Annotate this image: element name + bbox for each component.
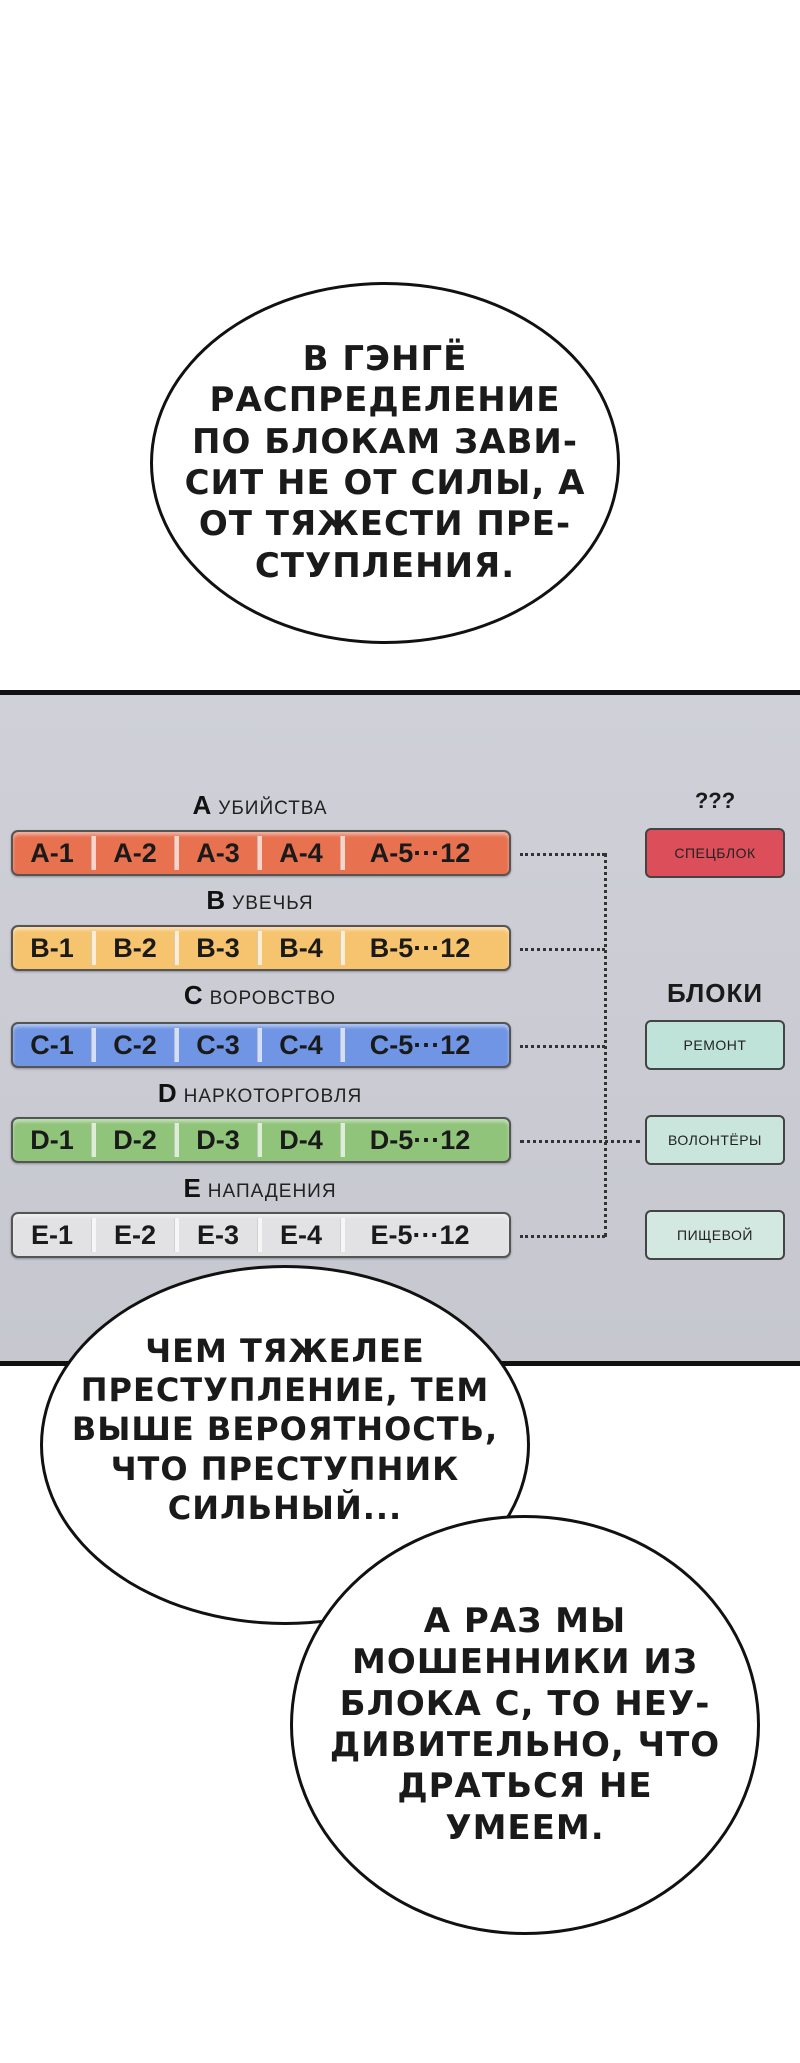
speech-text-bottom: А РАЗ МЫ МОШЕННИКИ ИЗ БЛОКА С, ТО НЕУ- Д… — [329, 1600, 721, 1848]
cell: D-4 — [279, 1124, 323, 1155]
cell: E-1 — [30, 1219, 74, 1250]
connector — [520, 1235, 605, 1238]
block-button-special[interactable]: СПЕЦБЛОК — [645, 828, 785, 878]
speech-text-top: В ГЭНГЁ РАСПРЕДЕЛЕНИЕ ПО БЛОКАМ ЗАВИ- СИ… — [184, 338, 586, 586]
cell: B-5···12 — [369, 932, 471, 963]
cell: B-2 — [113, 932, 157, 963]
cell: E-3 — [196, 1219, 240, 1250]
connector-vertical — [604, 853, 607, 1237]
cell: B-4 — [279, 932, 323, 963]
cell: C-1 — [30, 1029, 74, 1060]
block-c-row: C-1 C-2 C-3 C-4 C-5···12 — [11, 1022, 511, 1068]
blocks-label: БЛОКИ — [666, 978, 764, 1008]
block-button-repair[interactable]: РЕМОНТ — [645, 1020, 785, 1070]
cell: C-3 — [196, 1029, 240, 1060]
block-a-row: A-1 A-2 A-3 A-4 A-5···12 — [11, 830, 511, 876]
speech-bubble-top: В ГЭНГЁ РАСПРЕДЕЛЕНИЕ ПО БЛОКАМ ЗАВИ- СИ… — [150, 282, 620, 644]
cell: C-5···12 — [369, 1029, 471, 1060]
block-d-row: D-1 D-2 D-3 D-4 D-5···12 — [11, 1117, 511, 1163]
block-button-volunteers[interactable]: ВОЛОНТЁРЫ — [645, 1115, 785, 1165]
cell: D-3 — [196, 1124, 240, 1155]
cell: A-3 — [196, 837, 240, 868]
cell: E-5···12 — [370, 1219, 470, 1250]
cell: C-2 — [113, 1029, 157, 1060]
cell: D-1 — [30, 1124, 74, 1155]
speech-bubble-middle: ЧЕМ ТЯЖЕЛЕЕ ПРЕСТУПЛЕНИЕ, ТЕМ ВЫШЕ ВЕРОЯ… — [40, 1265, 530, 1625]
connector — [520, 1045, 605, 1048]
cell: A-2 — [113, 837, 157, 868]
cell: E-2 — [113, 1219, 157, 1250]
cell: B-3 — [196, 932, 240, 963]
speech-bubble-bottom: А РАЗ МЫ МОШЕННИКИ ИЗ БЛОКА С, ТО НЕУ- Д… — [290, 1515, 760, 1935]
connector — [520, 1140, 640, 1143]
cell: A-4 — [279, 837, 323, 868]
cell: C-4 — [279, 1029, 323, 1060]
cell: A-5···12 — [369, 837, 471, 868]
unknown-label: ??? — [694, 788, 736, 813]
cell: A-1 — [30, 837, 74, 868]
connector — [520, 853, 605, 856]
block-b-row: B-1 B-2 B-3 B-4 B-5···12 — [11, 925, 511, 971]
cell: B-1 — [30, 932, 74, 963]
block-e-row: E-1 E-2 E-3 E-4 E-5···12 — [11, 1212, 511, 1258]
connector — [520, 948, 605, 951]
cell: D-2 — [113, 1124, 157, 1155]
speech-text-middle: ЧЕМ ТЯЖЕЛЕЕ ПРЕСТУПЛЕНИЕ, ТЕМ ВЫШЕ ВЕРОЯ… — [71, 1332, 499, 1527]
block-button-food[interactable]: ПИЩЕВОЙ — [645, 1210, 785, 1260]
cell: E-4 — [279, 1219, 323, 1250]
cell: D-5···12 — [369, 1124, 471, 1155]
